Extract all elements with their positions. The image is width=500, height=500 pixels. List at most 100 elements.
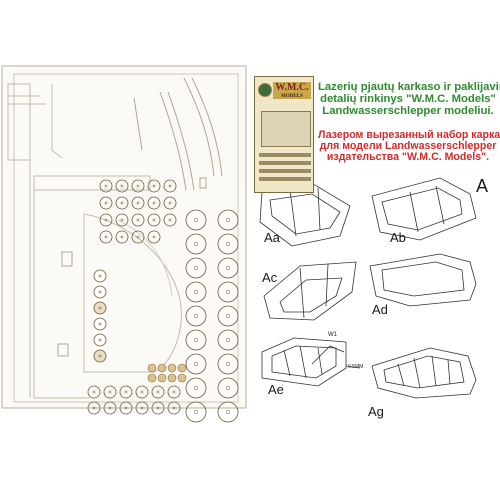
brand-logo: W.M.C. MODELS <box>273 82 311 99</box>
cutout <box>199 177 207 189</box>
disc-hole <box>152 235 156 239</box>
cutout <box>61 251 73 267</box>
disc-hole <box>225 217 231 223</box>
disc-part <box>99 230 113 244</box>
cover-strip <box>259 169 311 173</box>
disc-part <box>167 401 181 415</box>
disc-part <box>185 257 207 279</box>
disc-hole <box>225 313 231 319</box>
burnt-disc <box>147 373 157 383</box>
drawing-ab <box>381 187 463 231</box>
disc-part <box>217 377 239 399</box>
disc-part <box>185 353 207 375</box>
disc-part <box>167 385 181 399</box>
disc-hole <box>168 184 172 188</box>
publisher-badge <box>258 83 272 97</box>
drawing-ab <box>409 185 445 233</box>
disc-hole <box>225 361 231 367</box>
disc-hole <box>108 390 112 394</box>
disc-part <box>93 269 107 283</box>
disc-hole <box>193 265 199 271</box>
caption-line: Лазером вырезанный набор каркаса <box>318 129 500 141</box>
disc-part <box>131 196 145 210</box>
disc-hole <box>172 406 176 410</box>
disc-hole <box>225 265 231 271</box>
disc-hole <box>168 218 172 222</box>
disc-part <box>147 179 161 193</box>
assembly-drawings <box>259 177 477 399</box>
frame-strip <box>8 95 46 105</box>
disc-hole <box>193 337 199 343</box>
disc-hole <box>225 409 231 415</box>
curved-strip <box>133 97 143 151</box>
disc-hole <box>193 313 199 319</box>
cover-strip <box>259 161 311 165</box>
disc-hole <box>124 406 128 410</box>
disc-hole <box>136 218 140 222</box>
disc-hole <box>152 218 156 222</box>
disc-hole <box>120 184 124 188</box>
disc-part <box>87 401 101 415</box>
disc-hole <box>225 241 231 247</box>
disc-hole <box>92 390 96 394</box>
caption-line: издательства "W.M.C. Models". <box>326 151 490 164</box>
disc-part <box>99 196 113 210</box>
disc-hole <box>225 337 231 343</box>
step-label-ac: Ac <box>262 270 278 285</box>
disc-part <box>185 401 207 423</box>
drawing-ac <box>279 277 343 313</box>
disc-hole <box>120 218 124 222</box>
box-cover: W.M.C. MODELS <box>254 76 314 193</box>
step-label-ab: Ab <box>390 230 406 245</box>
disc-hole <box>140 406 144 410</box>
step-label-aa: Aa <box>264 230 280 245</box>
disc-part <box>93 317 107 331</box>
disc-part <box>147 213 161 227</box>
disc-part <box>93 285 107 299</box>
cover-strip <box>259 177 311 181</box>
disc-hole <box>120 201 124 205</box>
burnt-disc <box>177 373 187 383</box>
disc-part <box>87 385 101 399</box>
disc-part <box>115 213 129 227</box>
disc-hole <box>98 322 102 326</box>
drawing-ac <box>263 261 357 321</box>
section-letter: A <box>476 176 489 196</box>
caption-lithuanian: Lazerių pjautų karkaso ir paklijavimo de… <box>318 81 500 118</box>
curved-strip <box>167 91 195 191</box>
disc-hole <box>152 201 156 205</box>
disc-hole <box>98 290 102 294</box>
drawing-ae <box>283 345 323 379</box>
disc-part <box>93 333 107 347</box>
frame-strip <box>51 84 63 159</box>
hull-panel-inner <box>117 219 173 297</box>
disc-hole <box>104 201 108 205</box>
cover-strip <box>259 153 311 157</box>
disc-part <box>103 401 117 415</box>
disc-part <box>135 385 149 399</box>
drawing-ag <box>383 355 465 389</box>
disc-hole <box>136 201 140 205</box>
disc-hole <box>193 409 199 415</box>
disc-part <box>163 196 177 210</box>
disc-hole <box>225 385 231 391</box>
drawing-ae <box>271 345 337 379</box>
disc-hole <box>193 241 199 247</box>
disc-part <box>185 377 207 399</box>
callout-size: 0.5MM <box>348 364 364 370</box>
curved-strip <box>191 77 223 177</box>
disc-hole <box>98 306 102 310</box>
disc-hole <box>120 235 124 239</box>
disc-part <box>217 329 239 351</box>
drawing-ab <box>371 177 477 241</box>
disc-hole <box>193 385 199 391</box>
disc-part <box>185 209 207 231</box>
burnt-disc <box>167 363 177 373</box>
disc-part <box>119 385 133 399</box>
drawing-ad <box>369 253 477 307</box>
disc-hole <box>168 201 172 205</box>
burnt-disc <box>167 373 177 383</box>
disc-part <box>99 179 113 193</box>
burnt-disc <box>177 363 187 373</box>
